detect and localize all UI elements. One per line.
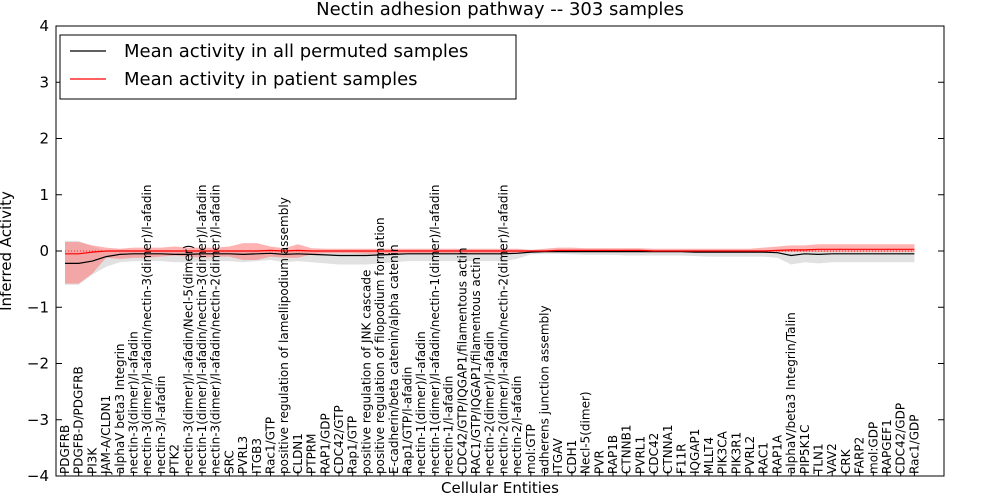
category-label: RAPGEF1 xyxy=(880,419,894,474)
legend-label-permuted: Mean activity in all permuted samples xyxy=(124,41,468,62)
category-label: mol:GTP xyxy=(524,424,538,474)
category-label: nectin-1(dimer)/l-afadin/nectin-3(dimer)… xyxy=(195,185,209,474)
category-label: CTNNB1 xyxy=(620,424,634,474)
y-tick-label: 2 xyxy=(39,130,49,148)
category-label: Rap1/GTP xyxy=(346,416,360,474)
series-band-1 xyxy=(65,242,915,284)
category-label: SRC xyxy=(222,450,236,474)
category-label: positive regulation of JNK cascade xyxy=(359,270,373,474)
category-label: CDC42/GDP xyxy=(894,403,908,474)
category-label: Necl-5(dimer) xyxy=(579,391,593,474)
category-label: adherens junction assembly xyxy=(538,305,552,474)
category-label: CLDN1 xyxy=(291,433,305,474)
legend-label-patient: Mean activity in patient samples xyxy=(124,69,418,90)
category-label: PVRL3 xyxy=(236,436,250,474)
category-label: PI3K xyxy=(85,447,99,474)
category-label: PVRL2 xyxy=(743,436,757,474)
category-label: nectin-2(dimer)/l-afadin/nectin-2(dimer)… xyxy=(496,185,510,474)
category-label: MLLT4 xyxy=(702,437,716,474)
y-tick-label: 4 xyxy=(39,17,49,35)
category-label: PIP5K1C xyxy=(798,424,812,474)
y-tick-label: 1 xyxy=(39,186,49,204)
category-label: positive regulation of lamellipodium ass… xyxy=(277,197,291,474)
y-tick-label: −2 xyxy=(27,355,49,373)
category-label: nectin-2(dimer)/l-afadin xyxy=(483,331,497,474)
y-tick-label: −3 xyxy=(27,411,49,429)
category-label: PVR xyxy=(592,450,606,474)
series-line-0 xyxy=(65,251,915,264)
category-label: E-cadherin/beta catenin/alpha catenin xyxy=(387,244,401,474)
category-label: nectin-1(dimer)/l-afadin xyxy=(414,331,428,474)
category-label: PIK3R1 xyxy=(729,432,743,474)
category-label: positive regulation of filopodium format… xyxy=(373,217,387,474)
category-label: ITGB3 xyxy=(250,438,264,474)
series-line-1 xyxy=(65,248,915,255)
category-label: JAM-A/CLDN1 xyxy=(99,395,113,475)
category-label: nectin-2/l-afadin xyxy=(510,376,524,474)
category-label: nectin-3(dimer)/l-afadin xyxy=(127,331,141,474)
category-label: nectin-1(dimer)/l-afadin/nectin-1(dimer)… xyxy=(428,185,442,474)
category-label: CRK xyxy=(839,448,853,474)
x-axis-label: Cellular Entities xyxy=(441,479,559,497)
category-label: FARP2 xyxy=(853,437,867,474)
chart-title: Nectin adhesion pathway -- 303 samples xyxy=(316,0,684,20)
category-label: TLN1 xyxy=(812,443,826,475)
category-label: Rap1/GTP/l-afadin xyxy=(401,367,415,474)
category-label: CTNNA1 xyxy=(661,424,675,474)
category-label: VAV2 xyxy=(825,443,839,474)
category-label: nectin-3(dimer)/l-afadin/Necl-5(dimer) xyxy=(181,245,195,474)
category-label: CDC42/GTP xyxy=(332,405,346,474)
legend-box xyxy=(59,34,517,100)
category-label: RAC1 xyxy=(757,442,771,474)
category-label: Rac1/GTP xyxy=(264,417,278,474)
category-label: alphaV/beta3 Integrin/Talin xyxy=(784,312,798,474)
category-label: nectin-3(dimer)/l-afadin/nectin-2(dimer)… xyxy=(209,185,223,474)
y-axis-label: Inferred Activity xyxy=(0,191,15,311)
y-tick-label: −1 xyxy=(27,298,49,316)
y-tick-label: 0 xyxy=(39,242,49,260)
category-label: nectin-3/l-afadin xyxy=(154,376,168,474)
category-label: PIK3CA xyxy=(716,430,730,474)
category-label: PVRL1 xyxy=(633,436,647,474)
category-label: PTK2 xyxy=(168,444,182,474)
category-label: Rac1/GDP xyxy=(907,415,921,474)
category-label: PDGFRB xyxy=(58,425,72,474)
category-label: ITGAV xyxy=(551,437,565,474)
y-tick-label: −4 xyxy=(27,467,49,485)
category-label: CDH1 xyxy=(565,440,579,474)
category-label: mol:GDP xyxy=(866,422,880,474)
y-tick-label: 3 xyxy=(39,73,49,91)
category-label: PDGFB-D/PDGFRB xyxy=(72,366,86,474)
category-label: CDC42/GTP/IQGAP1/filamentous actin xyxy=(455,248,469,474)
category-label: CDC42 xyxy=(647,433,661,474)
category-label: PTPRM xyxy=(305,434,319,475)
category-label: RAP1B xyxy=(606,435,620,474)
category-label: nectin-1/l-afadin xyxy=(442,376,456,474)
category-label: F11R xyxy=(675,443,689,474)
category-label: RAP1A xyxy=(770,434,784,474)
category-label: IQGAP1 xyxy=(688,429,702,474)
category-label: alphaV beta3 Integrin xyxy=(113,343,127,474)
category-label: RAP1/GDP xyxy=(318,413,332,474)
legend: Mean activity in all permuted samples Me… xyxy=(59,34,517,100)
category-label: nectin-3(dimer)/l-afadin/nectin-3(dimer)… xyxy=(140,185,154,474)
category-label: RAC1/GTP/IQGAP1/filamentous actin xyxy=(469,257,483,474)
